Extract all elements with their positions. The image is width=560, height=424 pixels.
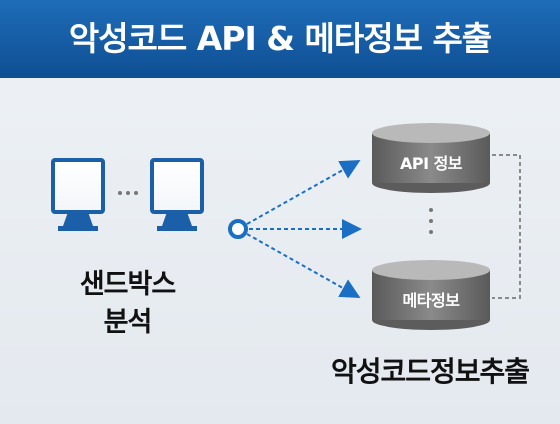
sandbox-label-line2: 분석 — [103, 307, 153, 338]
circle-node-icon — [228, 219, 248, 239]
arrow-to-api-info — [246, 160, 361, 225]
grouping-bracket — [492, 154, 521, 299]
db-api-info-label: API 정보 — [399, 154, 463, 173]
page-title: 악성코드 API & 메타정보 추출 — [0, 0, 560, 78]
db-meta-info-label: 메타정보 — [402, 291, 460, 310]
database-icon — [372, 260, 490, 330]
sandbox-label-line1: 샌드박스 — [79, 269, 176, 300]
extraction-label: 악성코드정보추출 — [330, 355, 530, 388]
ellipsis-icon — [118, 191, 138, 195]
arrow-to-meta-info — [246, 233, 361, 298]
computer-icon — [150, 158, 204, 231]
database-icon — [372, 123, 490, 193]
ellipsis-icon — [429, 208, 433, 234]
computer-icon — [51, 158, 105, 231]
